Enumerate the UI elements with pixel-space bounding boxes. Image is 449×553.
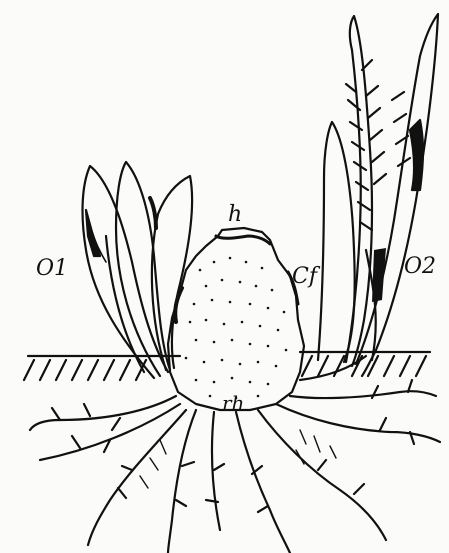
- rhizome-texture: [185, 257, 288, 400]
- soil-surface: [24, 352, 430, 380]
- label-rh: rh: [222, 393, 244, 413]
- label-o1: O1: [36, 258, 68, 280]
- label-o2: O2: [404, 256, 436, 278]
- roots: [30, 356, 440, 553]
- central-rhizome: [168, 228, 304, 410]
- left-shoot: [83, 162, 193, 378]
- root-hairs: [140, 430, 336, 488]
- right-shoot: [318, 14, 438, 376]
- label-cf: Cf: [292, 266, 317, 288]
- label-h: h: [228, 204, 242, 226]
